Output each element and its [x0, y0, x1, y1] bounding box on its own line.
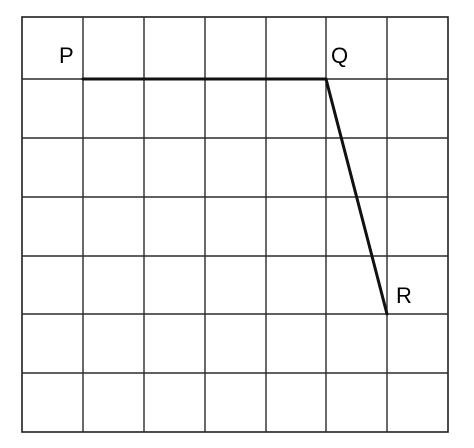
point-label-r: R [396, 283, 412, 308]
segments [81, 77, 389, 316]
point-label-q: Q [331, 43, 348, 68]
segment-qr [324, 77, 389, 316]
grid-lines [22, 17, 448, 432]
point-label-p: P [59, 43, 74, 68]
grid-frame [21, 16, 449, 433]
point-labels: P Q R [59, 43, 412, 308]
